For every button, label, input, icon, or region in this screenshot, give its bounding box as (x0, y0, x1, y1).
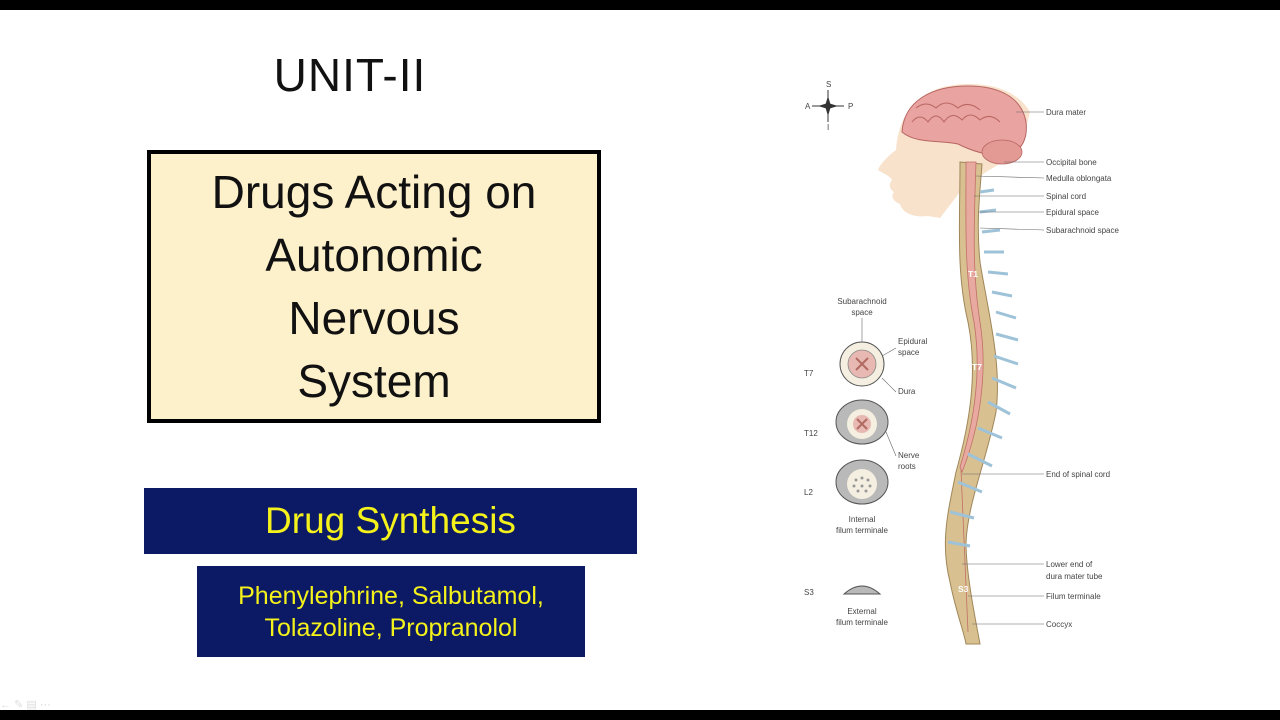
vertebra-l1: L1 (936, 460, 946, 470)
label-epidural-2: space (898, 348, 920, 357)
slide: UNIT-II Drugs Acting on Autonomic Nervou… (0, 10, 1280, 711)
cross-section-l2 (835, 459, 889, 505)
cross-section-s3 (842, 585, 882, 595)
pen-icon[interactable]: ✎ (14, 699, 24, 711)
label-dura-mater: Dura mater (1046, 108, 1086, 117)
label-epidural-1: Epidural (898, 337, 928, 346)
label-external-filum-2: filum terminale (836, 618, 889, 627)
unit-title: UNIT-II (273, 49, 427, 101)
label-subarachnoid-1: Subarachnoid (837, 297, 886, 306)
pointer-icon[interactable]: ← (0, 699, 11, 711)
drug-list-line: Phenylephrine, Salbutamol, (238, 581, 544, 610)
level-t7: T7 (804, 369, 814, 378)
spinal-cord-diagram: S A P I T1 T7 T12 L1 (804, 80, 1119, 645)
brain (901, 85, 1027, 156)
drug-list-line: Tolazoline, Propranolol (264, 613, 518, 642)
label-end-of-spinal-cord: End of spinal cord (1046, 470, 1110, 479)
intervertebral-discs (947, 188, 1019, 548)
compass-a: A (805, 102, 811, 111)
label-dura: Dura (898, 387, 916, 396)
label-nerve-roots-1: Nerve (898, 451, 920, 460)
drug-list-box: Phenylephrine, Salbutamol, Tolazoline, P… (197, 566, 585, 657)
label-epidural-space: Epidural space (1046, 208, 1099, 217)
label-external-filum-1: External (847, 607, 877, 616)
presentation-toolbar[interactable]: ← ✎ ▤ ⋯ (0, 698, 140, 716)
label-internal-filum-2: filum terminale (836, 526, 889, 535)
level-t12: T12 (804, 429, 818, 438)
vertebra-t1: T1 (968, 269, 978, 279)
title-line: Nervous (288, 291, 460, 344)
compass-i: I (827, 123, 829, 132)
vertebral-column (944, 161, 998, 645)
label-lower-end-2: dura mater tube (1046, 572, 1103, 581)
label-nerve-roots-2: roots (898, 462, 916, 471)
compass-icon: S A P I (805, 80, 853, 132)
menu-icon[interactable]: ▤ (26, 699, 37, 711)
label-lower-end-1: Lower end of (1046, 560, 1093, 569)
label-subarachnoid-2: space (851, 308, 873, 317)
label-occipital-bone: Occipital bone (1046, 158, 1097, 167)
cross-section-t7 (839, 341, 885, 387)
label-spinal-cord: Spinal cord (1046, 192, 1086, 201)
compass-s: S (826, 80, 831, 89)
title-line: Drugs Acting on (211, 165, 537, 218)
label-filum-terminale: Filum terminale (1046, 592, 1101, 601)
spinal-cord (959, 161, 984, 474)
vertebra-s3: S3 (958, 584, 969, 594)
level-s3: S3 (804, 588, 814, 597)
cross-section-t12 (835, 399, 889, 445)
title-line: System (297, 354, 451, 407)
label-medulla-oblongata: Medulla oblongata (1046, 174, 1112, 183)
more-icon[interactable]: ⋯ (39, 699, 51, 711)
label-internal-filum-1: Internal (849, 515, 876, 524)
synthesis-heading-bar: Drug Synthesis (144, 488, 637, 554)
vertebra-t12: T12 (942, 444, 957, 454)
level-l2: L2 (804, 488, 813, 497)
title-line: Autonomic (265, 228, 483, 281)
label-coccyx: Coccyx (1046, 620, 1072, 629)
vertebra-t7: T7 (972, 362, 982, 372)
vertebra-s1: S1 (932, 561, 943, 571)
slide-title: Drugs Acting on Autonomic Nervous System (164, 161, 584, 413)
compass-p: P (848, 102, 853, 111)
synthesis-heading: Drug Synthesis (265, 500, 516, 541)
label-subarachnoid-space: Subarachnoid space (1046, 226, 1119, 235)
title-box: Drugs Acting on Autonomic Nervous System (147, 150, 601, 423)
